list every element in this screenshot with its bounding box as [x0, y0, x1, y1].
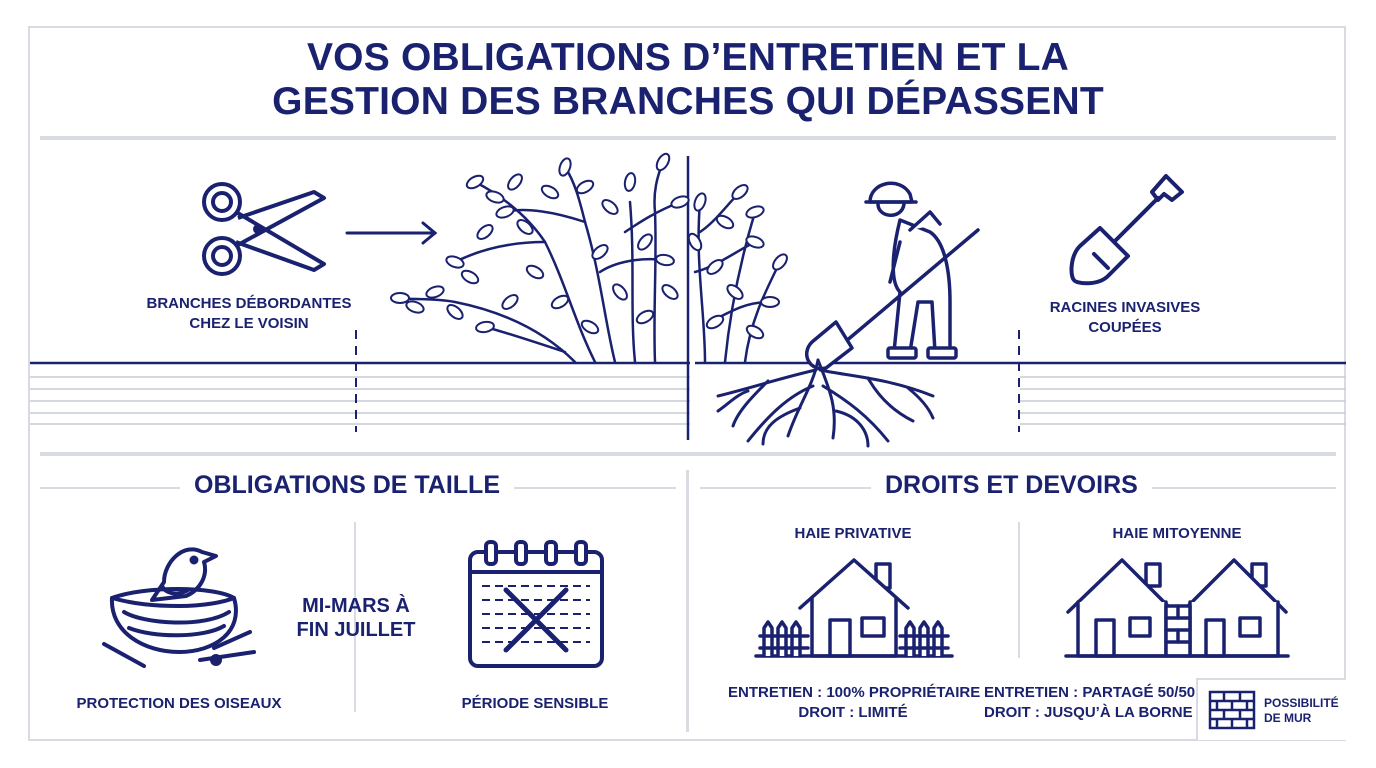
house-with-fence-icon: [754, 558, 954, 658]
sections-divider: [686, 470, 689, 732]
roots-icon: [716, 358, 935, 448]
wall-option-box: POSSIBILITÉ DE MUR: [1196, 678, 1346, 740]
obligations-col-divider: [354, 522, 356, 712]
twin-houses-icon: [1064, 558, 1290, 658]
sensitive-period-label: PÉRIODE SENSIBLE: [461, 695, 609, 712]
calendar-crossed-icon: [468, 540, 604, 668]
shared-hedge-terms: ENTRETIEN : PARTAGÉ 50/50 DROIT : JUSQU’…: [984, 684, 1196, 721]
rights-col-divider: [1018, 522, 1020, 658]
nesting-period-text: MI-MARS À FIN JUILLET: [296, 595, 416, 641]
rights-title: DROITS ET DEVOIRS: [871, 471, 1152, 500]
scene-divider: [40, 452, 1336, 456]
infographic-frame: [28, 26, 1346, 741]
private-hedge-heading: HAIE PRIVATIVE: [794, 525, 912, 542]
bird-nest-icon: [102, 547, 256, 668]
bird-protection-label: PROTECTION DES OISEAUX: [76, 695, 282, 712]
scissors-icon: [202, 182, 326, 276]
shared-hedge-heading: HAIE MITOYENNE: [1112, 525, 1242, 542]
title-divider: [40, 136, 1336, 140]
worker-digging-icon: [805, 181, 980, 371]
title-line-2: GESTION DES BRANCHES QUI DÉPASSENT: [272, 80, 1104, 123]
obligations-title: OBLIGATIONS DE TAILLE: [180, 471, 515, 500]
page-title: VOS OBLIGATIONS D’ENTRETIEN ET LA GESTIO…: [0, 36, 1376, 124]
private-hedge-terms: ENTRETIEN : 100% PROPRIÉTAIRE DROIT : LI…: [728, 684, 981, 721]
wall-option-label: POSSIBILITÉ DE MUR: [1264, 696, 1339, 725]
overhanging-branches-label: BRANCHES DÉBORDANTES CHEZ LE VOISIN: [146, 295, 352, 332]
invasive-roots-label: RACINES INVASIVES COUPÉES: [1049, 299, 1201, 336]
arrow-right-icon: [345, 221, 438, 245]
hedge-icon: [390, 152, 788, 364]
shovel-icon: [1069, 174, 1184, 286]
title-line-1: VOS OBLIGATIONS D’ENTRETIEN ET LA: [306, 36, 1070, 79]
brick-wall-icon: [1208, 690, 1256, 730]
